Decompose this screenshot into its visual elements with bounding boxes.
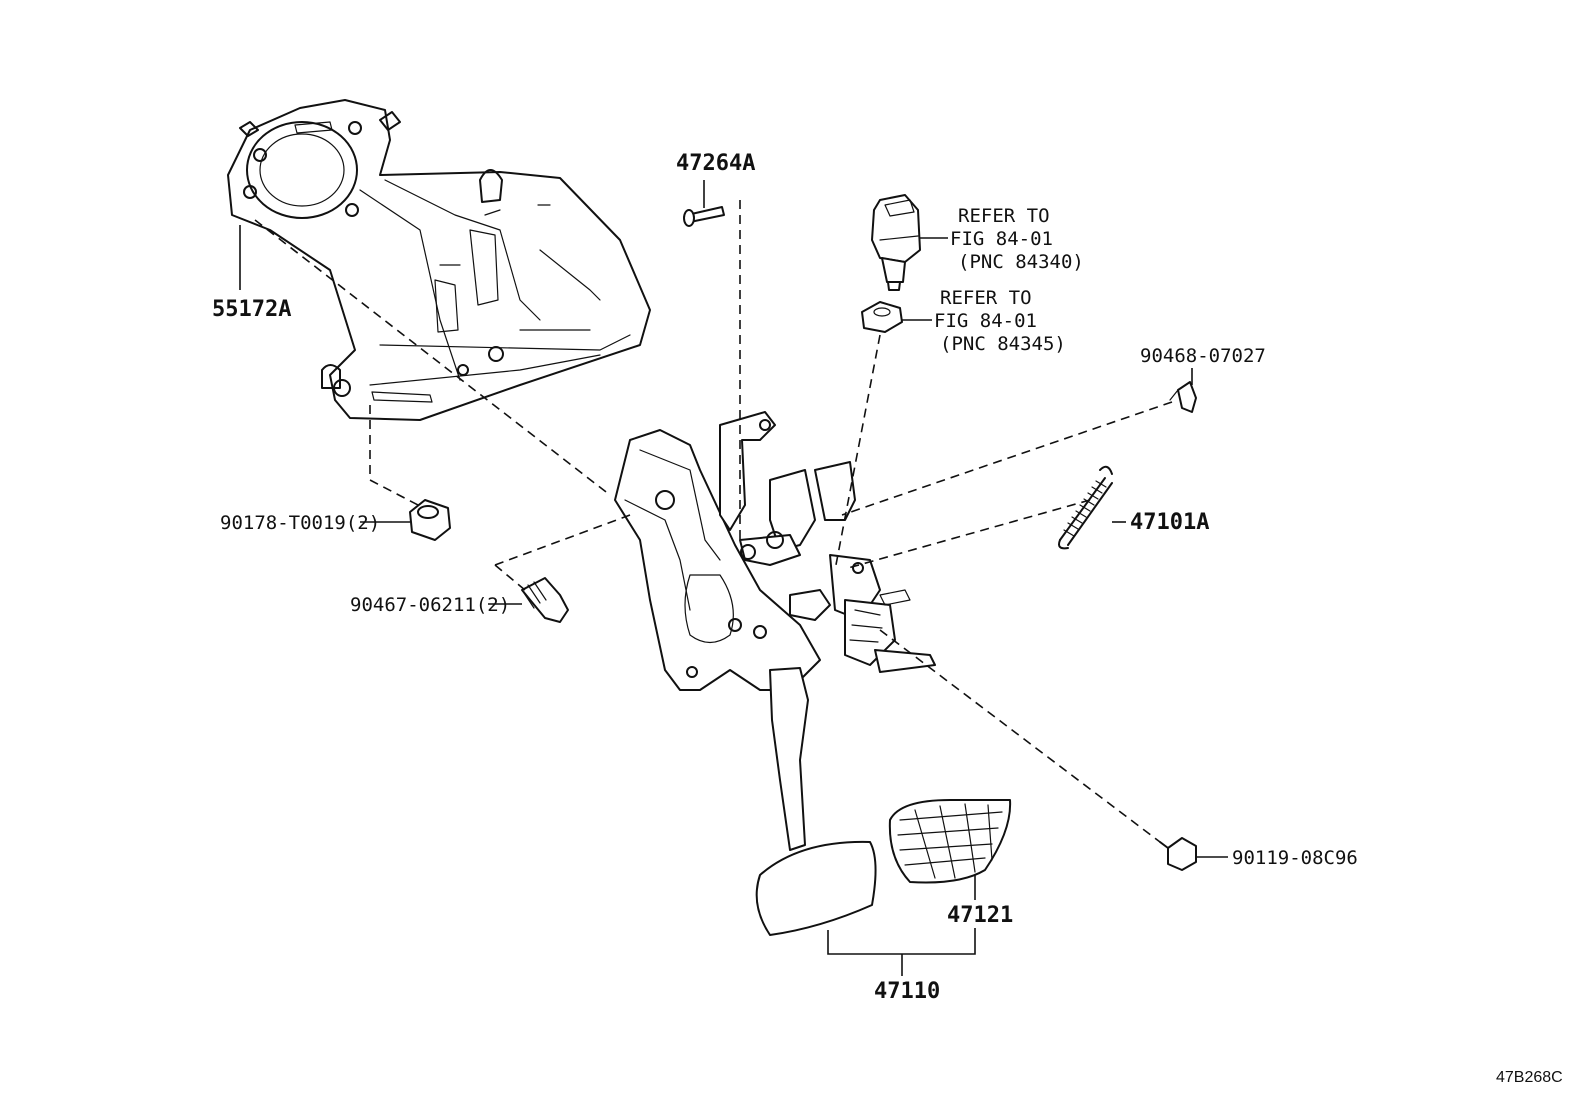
- switch-clip: [861, 301, 903, 333]
- label-90119-08C96: 90119-08C96: [1232, 847, 1358, 869]
- label-pnc-84340: (PNC 84340): [958, 251, 1084, 273]
- part-90468-clip: [1169, 381, 1197, 413]
- part-47264A-pin: [683, 206, 725, 227]
- part-47121-pedal-pad: [888, 799, 1012, 884]
- label-pnc-84345: (PNC 84345): [940, 333, 1066, 355]
- part-47101A-return-spring: [1058, 465, 1113, 550]
- pedal-support-bracket: [614, 411, 936, 691]
- label-refer-to-2: REFER TO: [940, 287, 1032, 309]
- part-90178-nut: [409, 499, 451, 541]
- label-47101A: 47101A: [1130, 510, 1209, 535]
- label-fig-84-01-2: FIG 84-01: [934, 310, 1037, 332]
- diagram-code: 47B268C: [1496, 1069, 1563, 1086]
- part-90467-bolt: [521, 577, 569, 623]
- label-47110: 47110: [874, 979, 940, 1004]
- label-47121: 47121: [947, 903, 1013, 928]
- label-90467-06211: 90467-06211(2): [350, 594, 510, 616]
- stop-lamp-switch: [871, 194, 921, 291]
- part-90119-bolt: [1159, 837, 1197, 871]
- label-47264A: 47264A: [676, 151, 755, 176]
- leader-lines: [239, 180, 1228, 976]
- part-47110-brake-pedal: [755, 667, 877, 936]
- label-refer-to-1: REFER TO: [958, 205, 1050, 227]
- label-90178-T0019: 90178-T0019(2): [220, 512, 380, 534]
- label-55172A: 55172A: [212, 297, 291, 322]
- assembly-lines: [254, 200, 1173, 843]
- part-55172A-bracket: [227, 99, 651, 421]
- label-90468-07027: 90468-07027: [1140, 345, 1266, 367]
- label-fig-84-01-1: FIG 84-01: [950, 228, 1053, 250]
